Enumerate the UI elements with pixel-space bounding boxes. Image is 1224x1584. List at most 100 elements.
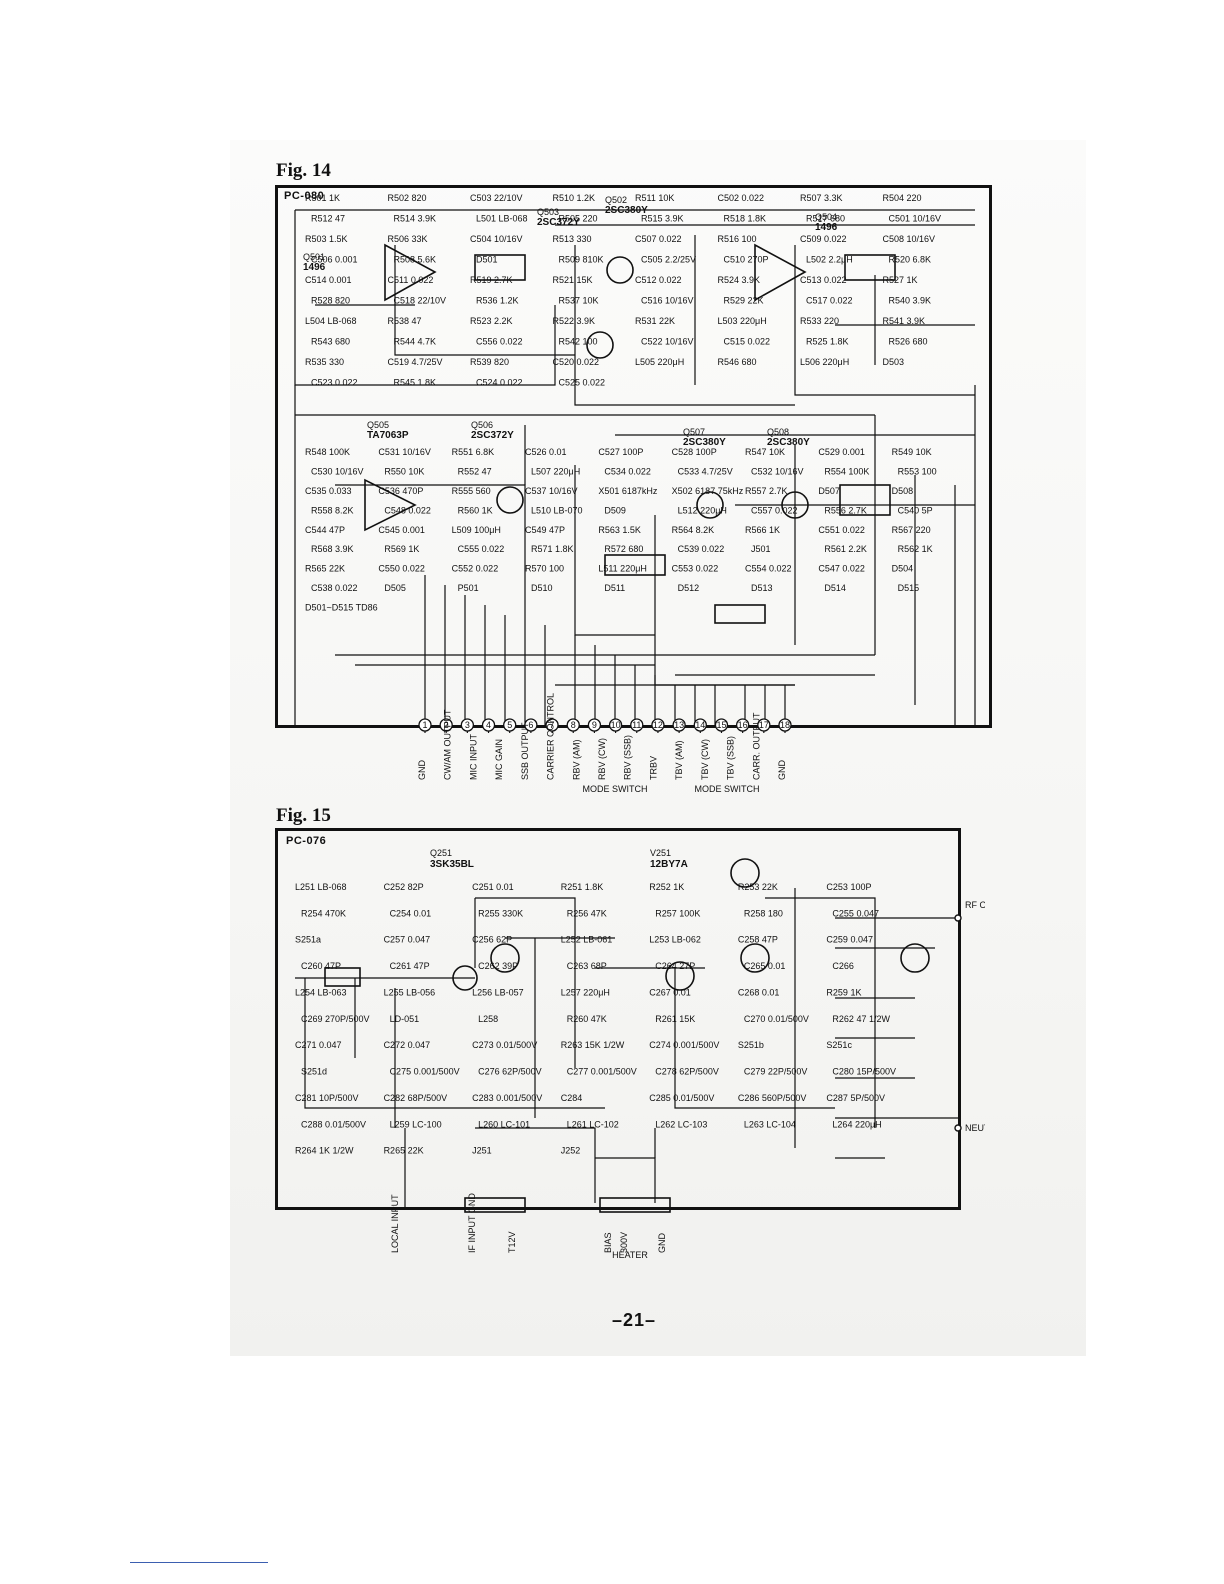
- part-label: C554 0.022: [745, 564, 792, 574]
- device-type: 2SC372Y: [471, 430, 514, 441]
- part-label: R507 3.3K: [800, 193, 843, 203]
- part-label: R566 1K: [745, 525, 780, 535]
- part-label: C549 47P: [525, 525, 565, 535]
- part-label: C283 0.001/500V: [472, 1093, 542, 1103]
- terminal-number: 13: [674, 720, 684, 730]
- s251a-switch: [490, 943, 520, 973]
- part-label: C519 4.7/25V: [388, 357, 443, 367]
- part-label: C505 2.2/25V: [641, 255, 696, 265]
- terminal-number: 10: [611, 720, 621, 730]
- part-label: R514 3.9K: [394, 214, 437, 224]
- part-label: L263 LC-104: [744, 1119, 796, 1129]
- part-label: D508: [892, 486, 914, 496]
- part-label: C501 10/16V: [889, 214, 942, 224]
- part-label: R510 1.2K: [553, 193, 596, 203]
- part-label: S251b: [738, 1040, 764, 1050]
- terminal-pin: [608, 718, 623, 732]
- part-label: C274 0.001/500V: [649, 1040, 719, 1050]
- part-label: C259 0.047: [826, 935, 873, 945]
- part-label: R519 2.7K: [470, 275, 513, 285]
- part-label: R554 100K: [824, 466, 869, 476]
- terminal-label: CARRIER CONTROL: [546, 693, 556, 780]
- part-label: C530 10/16V: [311, 466, 364, 476]
- part-label: C504 10/16V: [470, 234, 523, 244]
- device-type: 2SC372Y: [537, 217, 580, 228]
- part-label: C262 39P: [478, 961, 518, 971]
- part-label: C552 0.022: [452, 564, 499, 574]
- terminal-pin: [778, 718, 792, 732]
- part-label: S251d: [301, 1067, 327, 1077]
- part-label: C502 0.022: [718, 193, 765, 203]
- neut-label: NEUT.: [965, 1123, 985, 1133]
- board-id-pc076: PC-076: [286, 835, 327, 847]
- part-label: L507 220μH: [531, 466, 580, 476]
- terminal-label: RBV (AM): [571, 739, 581, 780]
- part-label: D505: [384, 583, 406, 593]
- part-label: L257 220μH: [561, 987, 610, 997]
- terminal-number: 7: [550, 720, 555, 730]
- part-label: R526 680: [889, 337, 928, 347]
- part-label: R531 22K: [635, 316, 675, 326]
- part-label: C268 0.01: [738, 987, 780, 997]
- part-label: C279 22P/500V: [744, 1067, 808, 1077]
- part-label: C532 10/16V: [751, 466, 804, 476]
- part-label: C555 0.022: [458, 544, 505, 554]
- device-ref: Q504: [815, 212, 837, 222]
- part-label: C528 100P: [672, 447, 717, 457]
- part-label: L256 LB-057: [472, 987, 524, 997]
- q505-ic-symbol: [364, 478, 417, 532]
- part-label: L261 LC-102: [567, 1119, 619, 1129]
- device-type: 12BY7A: [650, 859, 688, 870]
- part-label: R564 8.2K: [672, 525, 715, 535]
- part-label: R520 6.8K: [889, 255, 932, 265]
- terminal-number: 1: [422, 720, 427, 730]
- part-label: C540 5P: [898, 505, 933, 515]
- part-label: C272 0.047: [384, 1040, 431, 1050]
- part-label: R562 1K: [898, 544, 933, 554]
- q508-symbol: [781, 491, 809, 519]
- terminal-number: 8: [571, 720, 576, 730]
- part-label: C510 270P: [724, 255, 769, 265]
- terminal-label: MIC INPUT: [468, 734, 478, 781]
- part-label: R538 47: [388, 316, 422, 326]
- rf-output-label: RF OUTPUT: [965, 900, 985, 910]
- part-label: R503 1.5K: [305, 234, 348, 244]
- part-label: R537 10K: [559, 296, 599, 306]
- part-label: R502 820: [388, 193, 427, 203]
- part-label: R506 33K: [388, 234, 428, 244]
- part-label: R508 5.6K: [394, 255, 437, 265]
- part-label: C517 0.022: [806, 296, 853, 306]
- part-label: R533 220: [800, 316, 839, 326]
- terminal-pin: [693, 718, 707, 732]
- device-type: 2SC380Y: [605, 205, 648, 216]
- part-label: C515 0.022: [724, 337, 771, 347]
- part-label: R549 10K: [892, 447, 932, 457]
- terminal-label: TBV (SSB): [726, 736, 736, 780]
- heater-label: HEATER: [612, 1250, 648, 1260]
- terminal-pin: [714, 718, 729, 732]
- part-label: C520 0.022: [553, 357, 600, 367]
- part-label: C266: [832, 961, 854, 971]
- part-label: D513: [751, 583, 773, 593]
- part-label: R541 3.9K: [883, 316, 926, 326]
- transistor-symbols-pc080: [496, 256, 809, 519]
- part-label: D504: [892, 564, 914, 574]
- part-label: D507: [818, 486, 840, 496]
- terminal-pin: [672, 718, 686, 732]
- part-label: R515 3.9K: [641, 214, 684, 224]
- part-label: C260 47P: [301, 961, 341, 971]
- q507-symbol: [696, 491, 724, 519]
- part-label: C513 0.022: [800, 275, 847, 285]
- wiring-pc076: [295, 888, 958, 1208]
- part-label: C508 10/16V: [883, 234, 936, 244]
- part-label: X501 6187kHz: [598, 486, 658, 496]
- terminal-number: 6: [528, 720, 533, 730]
- ic-symbols-pc080: [364, 243, 896, 624]
- part-label: R261 15K: [655, 1014, 695, 1024]
- part-label: S251c: [826, 1040, 852, 1050]
